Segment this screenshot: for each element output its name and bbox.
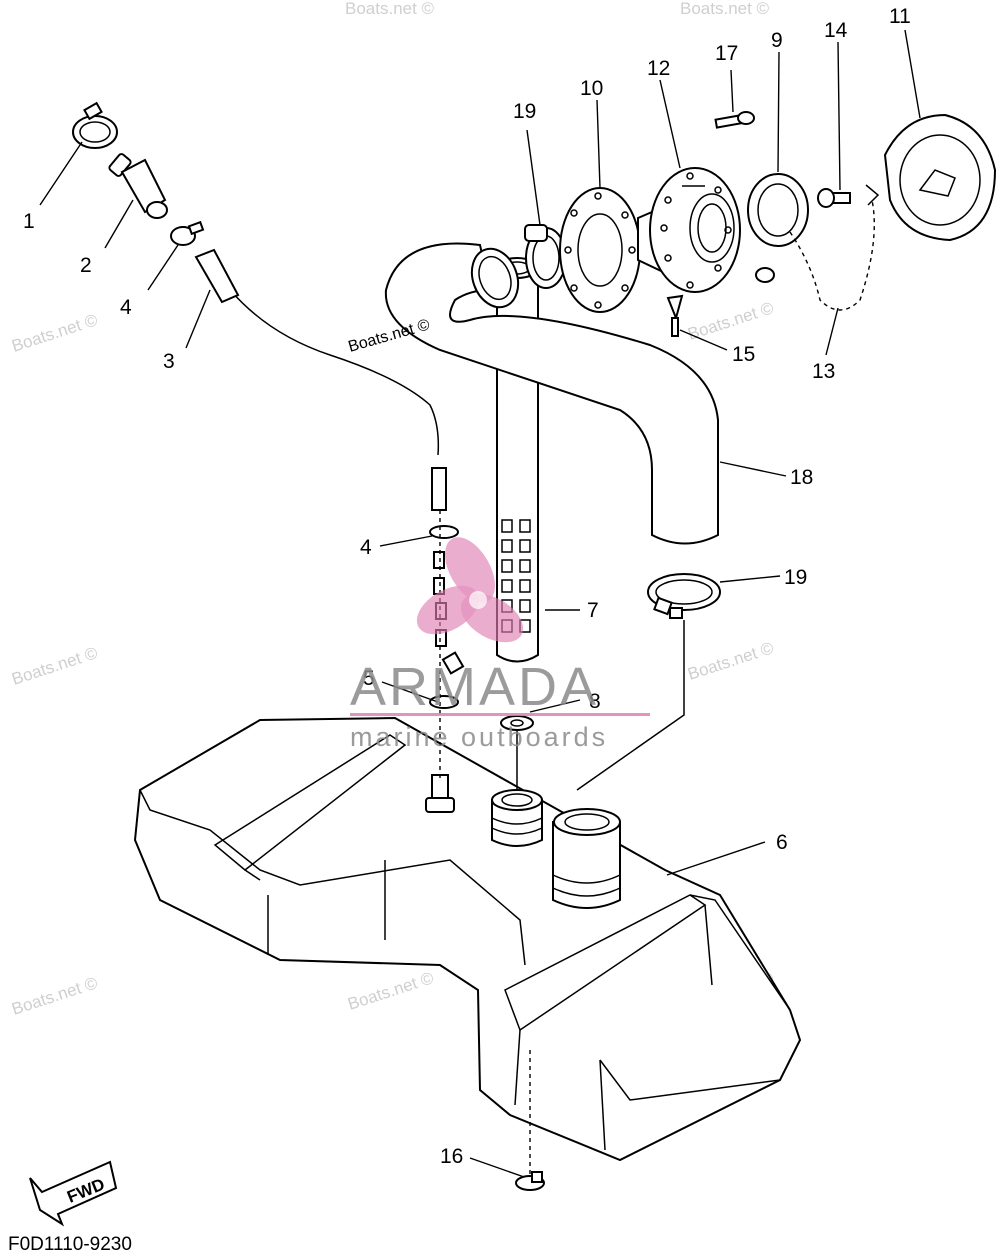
callout-19-upper: 19	[513, 100, 536, 123]
filler-collar-19	[524, 224, 567, 289]
callout-9: 9	[771, 29, 783, 52]
callout-labels: 1 2 3 4 4 5 6 7 8 9 10 11 12 13 14 15 16…	[23, 5, 911, 1168]
fuel-joint-2	[108, 153, 168, 219]
clamp-1	[72, 101, 118, 149]
brand-name: ARMADA	[350, 657, 599, 717]
callout-3: 3	[163, 350, 175, 373]
callout-19-lower: 19	[784, 566, 807, 589]
tank-port-pickup	[491, 789, 543, 847]
watermark: Boats.net ©	[9, 310, 100, 356]
brand-underline	[350, 713, 650, 716]
callout-13: 13	[812, 360, 835, 383]
filter-grommet	[500, 715, 534, 790]
callout-17: 17	[715, 42, 738, 65]
retainer-chain-13	[755, 184, 880, 311]
callout-1: 1	[23, 210, 35, 233]
diagram-code: F0D1110-9230	[8, 1234, 132, 1255]
filler-neck-12	[637, 167, 741, 293]
watermark: Boats.net ©	[345, 968, 436, 1014]
watermark: Boats.net ©	[685, 298, 776, 344]
screw-14	[817, 188, 851, 208]
hose-clamp-lower	[576, 573, 721, 791]
callout-6: 6	[776, 831, 788, 854]
brand-tagline: marine outboards	[350, 722, 608, 752]
callout-8: 8	[589, 690, 601, 713]
tank-vent-nipple	[425, 774, 455, 813]
rivet-15	[666, 294, 684, 337]
watermark: Boats.net ©	[345, 0, 435, 18]
fuel-hose	[194, 248, 447, 511]
callout-7: 7	[587, 599, 599, 622]
callout-14: 14	[824, 19, 848, 42]
clamp-16	[515, 1171, 545, 1191]
callout-5: 5	[363, 667, 375, 690]
callout-4: 4	[120, 296, 132, 319]
fuel-cap-11	[883, 113, 997, 242]
callout-11: 11	[889, 5, 911, 28]
callout-10: 10	[580, 77, 603, 100]
watermark: Boats.net ©	[685, 638, 776, 684]
filler-neck-hose	[384, 242, 719, 545]
watermark: Boats.net ©	[9, 973, 100, 1019]
screw-17	[714, 111, 755, 129]
forward-arrow-icon: FWD	[29, 1160, 118, 1227]
gasket-10	[559, 187, 641, 313]
tank-port-filler	[552, 808, 621, 909]
callout-2: 2	[80, 254, 92, 277]
fuel-tank	[133, 716, 802, 1162]
armada-logo: ARMADA marine outboards	[350, 537, 650, 752]
seal-9	[747, 173, 809, 247]
callout-18: 18	[790, 466, 813, 489]
callout-15: 15	[732, 343, 755, 366]
watermark: Boats.net ©	[9, 643, 100, 689]
propeller-mark	[416, 537, 524, 643]
callout-4-lower: 4	[360, 536, 372, 559]
callout-12: 12	[647, 57, 670, 80]
clamp-4-upper	[170, 220, 205, 246]
leader-lines	[39, 29, 921, 1179]
inline-watermark: Boats.net ©	[346, 316, 431, 356]
callout-16: 16	[440, 1145, 463, 1168]
watermark: Boats.net ©	[680, 0, 770, 18]
